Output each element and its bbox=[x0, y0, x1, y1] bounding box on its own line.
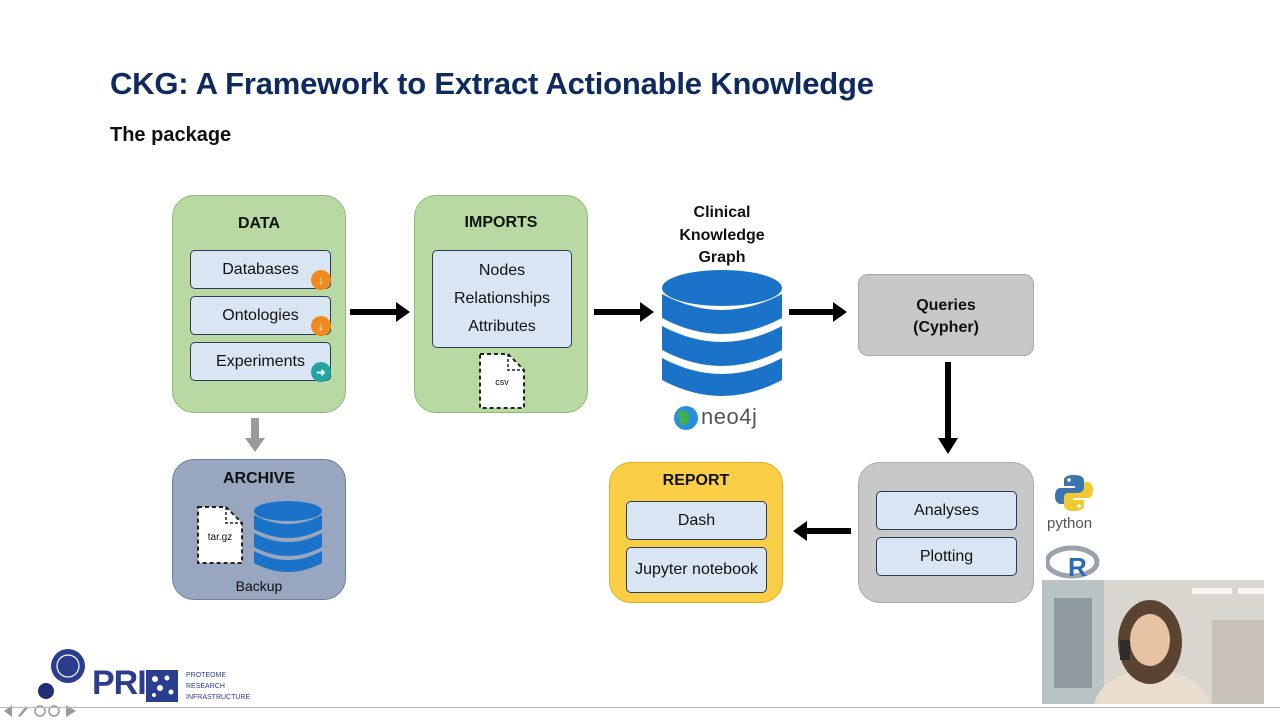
data-item-experiments: Experiments bbox=[190, 342, 331, 381]
csv-file-label: csv bbox=[495, 377, 509, 387]
graph-title: Clinical Knowledge Graph bbox=[660, 202, 784, 270]
queries-line: (Cypher) bbox=[913, 319, 979, 336]
r-logo-icon bbox=[1046, 545, 1100, 579]
pri-org-name: PROTEOME RESEARCH INFRASTRUCTURE bbox=[186, 670, 250, 703]
download-icon: ↓ bbox=[311, 270, 331, 290]
graph-title-line: Clinical bbox=[693, 204, 751, 221]
python-logo-text: python bbox=[1047, 515, 1093, 532]
pri-logo-mark-icon bbox=[146, 670, 178, 702]
data-panel: DATA Databases ↓ Ontologies ↓ Experiment… bbox=[172, 195, 346, 413]
imports-panel: IMPORTS Nodes Relationships Attributes c… bbox=[414, 195, 588, 413]
previous-slide-icon[interactable] bbox=[4, 705, 12, 717]
analysis-item-label: Analyses bbox=[914, 501, 979, 519]
share-icon: ➜ bbox=[311, 362, 331, 382]
analysis-item-plotting: Plotting bbox=[876, 537, 1017, 576]
next-slide-icon[interactable] bbox=[66, 705, 76, 717]
tar-file-label: tar.gz bbox=[207, 532, 233, 543]
arrow-queries-to-analyses bbox=[938, 362, 958, 454]
slideshow-controls[interactable] bbox=[2, 704, 78, 718]
pri-org-line: RESEARCH bbox=[186, 683, 225, 690]
arrow-graph-to-queries bbox=[789, 302, 847, 322]
data-item-databases: Databases bbox=[190, 250, 331, 289]
analysis-item-label: Plotting bbox=[919, 547, 974, 565]
imports-item-nodes: Nodes bbox=[478, 262, 526, 279]
presenter-webcam-image bbox=[1042, 580, 1264, 704]
data-panel-title: DATA bbox=[237, 215, 281, 232]
data-item-label: Databases bbox=[222, 260, 299, 278]
graph-title-line: Knowledge bbox=[679, 226, 765, 244]
report-panel: REPORT Dash Jupyter notebook bbox=[609, 462, 783, 603]
imports-panel-title: IMPORTS bbox=[464, 214, 538, 231]
data-item-label: Ontologies bbox=[222, 306, 299, 324]
report-item-label: Jupyter notebook bbox=[635, 561, 758, 578]
backup-database-icon bbox=[254, 501, 322, 572]
data-item-ontologies: Ontologies bbox=[190, 296, 331, 335]
neo4j-logo-text: neo4j bbox=[701, 404, 758, 429]
backup-caption: Backup bbox=[235, 578, 283, 594]
neo4j-globe-icon bbox=[674, 406, 698, 430]
report-item-label: Dash bbox=[677, 511, 716, 529]
report-item-dash: Dash bbox=[626, 501, 767, 540]
arrow-imports-to-graph bbox=[594, 302, 654, 322]
slide-sorter-icon[interactable] bbox=[34, 705, 46, 717]
queries-panel-text: Queries (Cypher) bbox=[859, 295, 1033, 339]
bottom-divider bbox=[0, 707, 1280, 708]
pri-org-line: PROTEOME bbox=[186, 672, 227, 679]
analysis-item-analyses: Analyses bbox=[876, 491, 1017, 530]
pri-org-line: INFRASTRUCTURE bbox=[186, 694, 251, 701]
archive-panel-title: ARCHIVE bbox=[222, 470, 295, 487]
csv-file-icon bbox=[479, 353, 525, 409]
imports-item-attributes: Attributes bbox=[468, 318, 536, 335]
tar-file-icon bbox=[197, 506, 243, 564]
queries-line: Queries bbox=[916, 297, 976, 314]
institution-seal-icon bbox=[38, 649, 85, 699]
zoom-icon[interactable] bbox=[48, 705, 60, 717]
imports-item-relationships: Relationships bbox=[453, 290, 551, 307]
database-icon bbox=[662, 270, 782, 396]
imports-list: Nodes Relationships Attributes bbox=[432, 250, 572, 348]
download-icon: ↓ bbox=[311, 316, 331, 336]
data-item-label: Experiments bbox=[216, 352, 305, 370]
arrow-data-to-imports bbox=[350, 302, 410, 322]
r-logo-letter: R bbox=[1068, 552, 1087, 582]
slide-title: CKG: A Framework to Extract Actionable K… bbox=[110, 66, 874, 101]
pen-icon[interactable] bbox=[18, 706, 28, 717]
archive-panel: ARCHIVE tar.gz Backup bbox=[172, 459, 346, 600]
python-logo-icon bbox=[1055, 475, 1093, 511]
report-panel-title: REPORT bbox=[662, 472, 730, 489]
arrow-data-to-archive bbox=[245, 418, 265, 452]
pri-logo-text: PRI bbox=[92, 664, 147, 702]
graph-title-line: Graph bbox=[698, 249, 746, 266]
slide-subtitle: The package bbox=[110, 124, 232, 146]
report-item-jupyter: Jupyter notebook bbox=[626, 547, 767, 593]
queries-panel: Queries (Cypher) bbox=[858, 274, 1034, 356]
arrow-analyses-to-report bbox=[793, 521, 851, 541]
analysis-panel: Analyses Plotting bbox=[858, 462, 1034, 603]
